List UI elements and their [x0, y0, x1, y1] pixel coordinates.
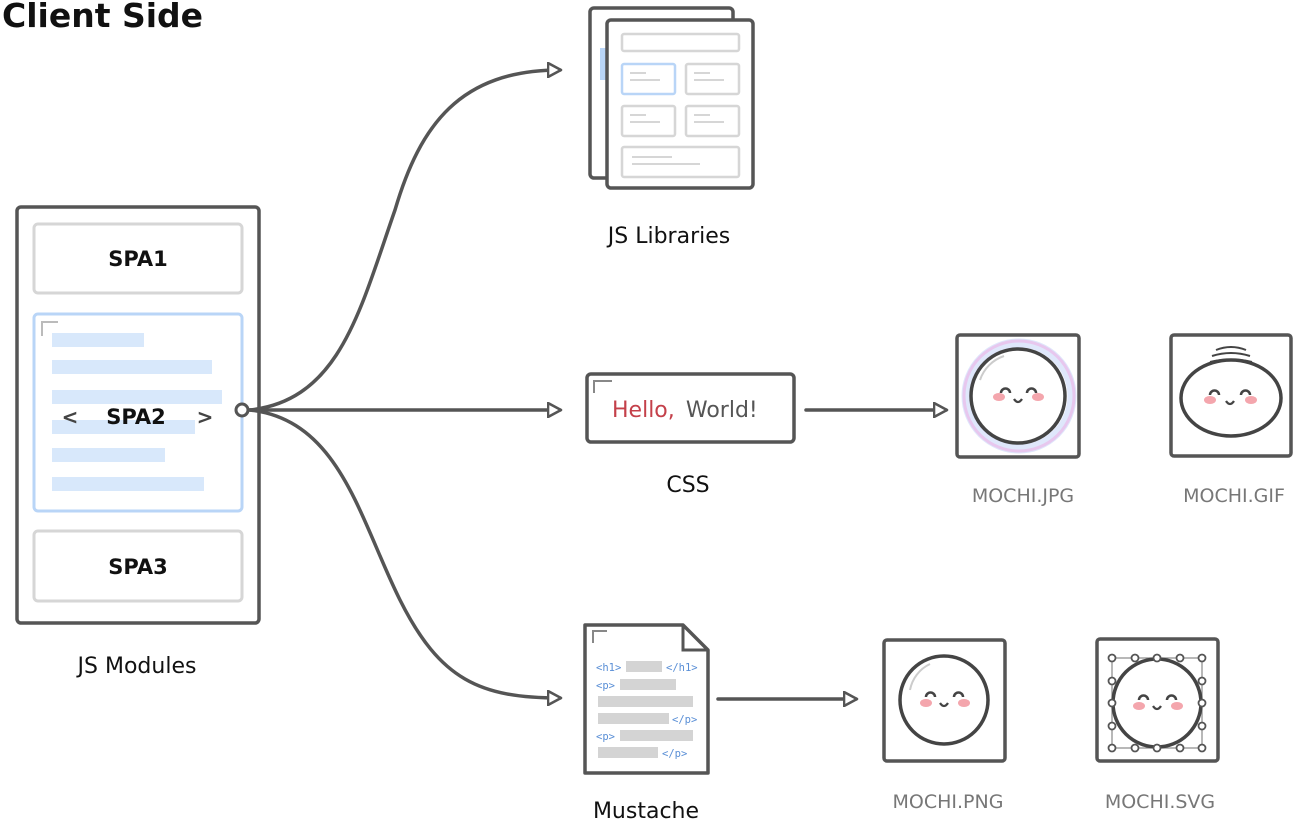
- mustache-document-icon: <h1> </h1> <p> </p> <p> </p>: [583, 623, 710, 775]
- mochi-svg-label: MOCHI.SVG: [1105, 791, 1215, 813]
- css-box: Hello, World!: [585, 372, 796, 444]
- hello-word: Hello,: [612, 398, 675, 423]
- tag-p-open-2: <p>: [596, 731, 615, 743]
- hello-text: Hello, World!: [612, 398, 758, 423]
- spa3-label: SPA3: [108, 555, 167, 579]
- js-modules-panel: SPA1 < SPA2 > SPA3: [15, 205, 261, 625]
- css-label: CSS: [666, 473, 709, 498]
- mochi-jpg-label: MOCHI.JPG: [972, 485, 1074, 507]
- chevron-right-icon[interactable]: >: [197, 405, 214, 429]
- mustache-label: Mustache: [593, 799, 699, 824]
- corner-mark-icon: [41, 321, 58, 336]
- spa1-card[interactable]: SPA1: [32, 222, 244, 295]
- spa3-card[interactable]: SPA3: [32, 529, 244, 603]
- mochi-png-image: [882, 638, 1007, 763]
- tag-h1-open: <h1>: [596, 662, 621, 674]
- spa2-card[interactable]: < SPA2 >: [32, 312, 244, 513]
- text-lines-placeholder: [52, 333, 222, 491]
- chevron-left-icon[interactable]: <: [62, 405, 79, 429]
- js-modules-label: JS Modules: [76, 654, 197, 679]
- tag-h1-close: </h1>: [666, 662, 698, 674]
- mochi-jpg-image: [955, 333, 1081, 459]
- stacked-pages-icon: [588, 6, 755, 190]
- mochi-png-label: MOCHI.PNG: [893, 791, 1004, 813]
- connectors: [248, 70, 946, 699]
- js-libraries-label: JS Libraries: [606, 224, 730, 249]
- origin-node: [234, 402, 250, 418]
- corner-mark-icon: [593, 380, 612, 393]
- tag-p-open: <p>: [596, 680, 615, 692]
- spa2-label: SPA2: [106, 405, 165, 429]
- page-title: Client Side: [2, 0, 203, 35]
- mochi-gif-label: MOCHI.GIF: [1183, 485, 1285, 507]
- mochi-svg-image: [1095, 637, 1220, 763]
- world-word: World!: [686, 398, 758, 423]
- arrow-to-mustache: [248, 408, 560, 698]
- mochi-gif-image: [1169, 333, 1293, 458]
- tag-p-close: </p>: [672, 714, 697, 726]
- arrow-to-js-libraries: [248, 70, 560, 412]
- spa1-label: SPA1: [108, 247, 167, 271]
- tag-p-close-2: </p>: [662, 748, 687, 760]
